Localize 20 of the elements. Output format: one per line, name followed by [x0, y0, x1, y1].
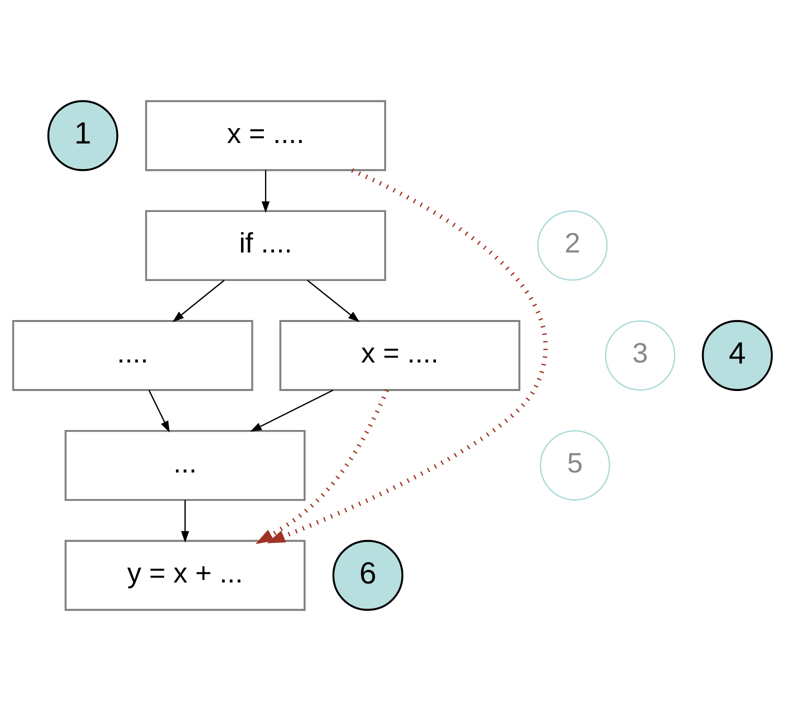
arrow [266, 168, 548, 543]
arrow [306, 279, 360, 322]
node-circle: 1 [47, 100, 118, 171]
node-box: y = x + ... [64, 539, 306, 610]
node-box: ... [64, 429, 306, 500]
node-circle: 4 [702, 320, 773, 390]
node-circle: 6 [332, 539, 404, 610]
arrow [148, 389, 170, 432]
node-circle: 3 [605, 320, 676, 390]
node-box: x = .... [145, 100, 386, 171]
arrow [250, 389, 334, 432]
node-box: x = .... [279, 320, 520, 390]
arrow [172, 279, 225, 322]
node-circle: 2 [537, 210, 608, 280]
arrow [262, 170, 270, 212]
arrow [256, 388, 389, 544]
node-box: .... [12, 320, 254, 390]
arrow [181, 500, 190, 542]
node-circle: 5 [540, 430, 610, 500]
node-box: if .... [145, 210, 386, 281]
